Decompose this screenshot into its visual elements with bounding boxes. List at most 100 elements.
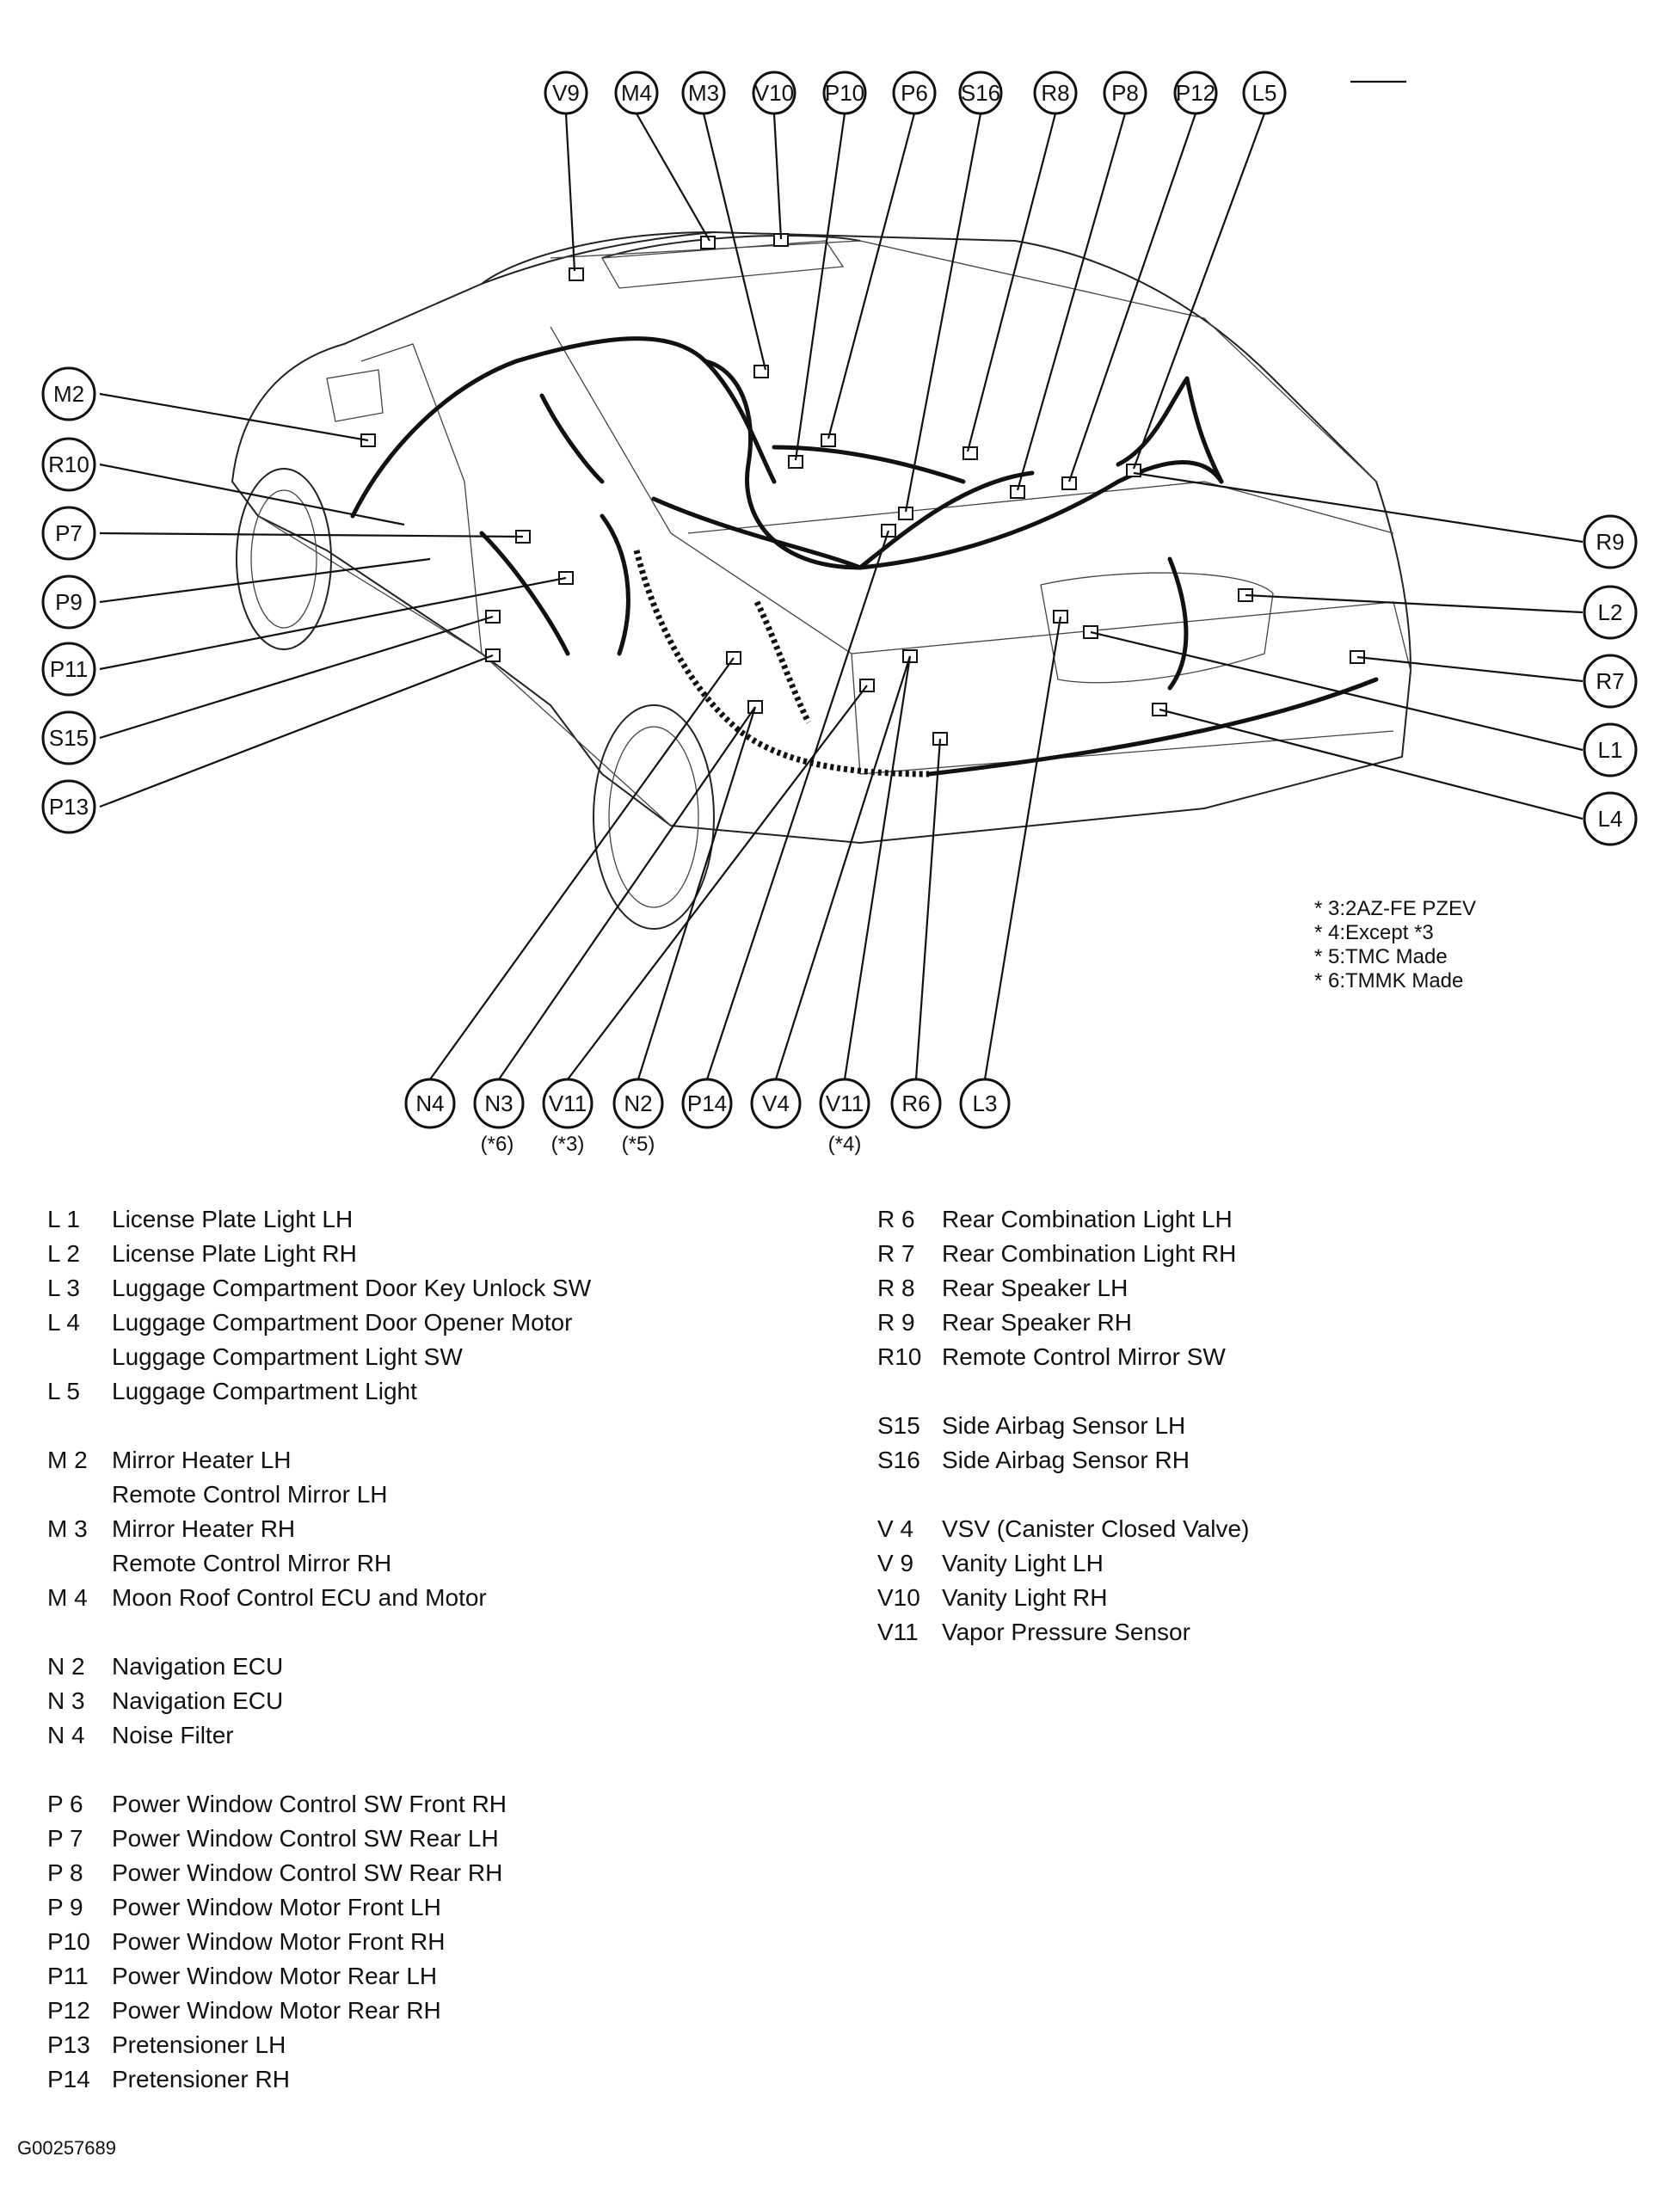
callout-label: N4	[415, 1091, 444, 1116]
legend-desc: Mirror Heater LH	[112, 1447, 292, 1473]
legend-code: V10	[877, 1584, 920, 1611]
legend-desc: Remote Control Mirror SW	[942, 1343, 1226, 1370]
callout-n2: N2	[612, 1078, 664, 1129]
legend-desc: Power Window Control SW Front RH	[112, 1791, 507, 1817]
legend-row: Remote Control Mirror LH	[47, 1478, 591, 1512]
legend-desc: Rear Speaker RH	[942, 1309, 1132, 1336]
callout-label: M3	[688, 80, 719, 106]
callout-label: P12	[1176, 80, 1215, 106]
legend-code: N 4	[47, 1722, 85, 1748]
legend-row: R 9 Rear Speaker RH	[877, 1306, 1249, 1340]
legend-desc: Vapor Pressure Sensor	[942, 1619, 1190, 1645]
callout-label: P10	[825, 80, 864, 106]
callout-label: V11	[549, 1091, 587, 1116]
legend-code: P 9	[47, 1894, 83, 1920]
legend-code: V 9	[877, 1550, 914, 1576]
callout-v10: V10	[752, 71, 796, 115]
footnote: * 5:TMC Made	[1314, 945, 1448, 968]
callout-l2: L2	[1583, 585, 1638, 640]
legend-desc: Power Window Motor Front LH	[112, 1894, 441, 1920]
car-body-outline	[231, 230, 1412, 930]
legend-code: P 7	[47, 1825, 83, 1852]
callout-l5: L5	[1242, 71, 1287, 115]
callout-label: S16	[961, 80, 1000, 106]
callout-n3: N3	[473, 1078, 525, 1129]
callout-v9: V9	[544, 71, 588, 115]
legend-code: R 9	[877, 1309, 915, 1336]
legend-code: P 6	[47, 1791, 83, 1817]
callout-p7: P7	[41, 506, 96, 561]
legend-desc: Luggage Compartment Light	[112, 1378, 417, 1404]
callout-s15: S15	[41, 710, 96, 765]
legend-code: L 4	[47, 1309, 80, 1336]
callout-label: M4	[621, 80, 652, 106]
callout-condition: (*4)	[828, 1133, 862, 1156]
callout-label: R7	[1596, 668, 1624, 694]
legend-row: P 6 Power Window Control SW Front RH	[47, 1787, 591, 1822]
callout-label: R10	[48, 452, 89, 477]
callout-label: L5	[1252, 80, 1277, 106]
legend-desc: Vanity Light RH	[942, 1584, 1108, 1611]
legend-code: R 8	[877, 1275, 915, 1301]
wire-harness	[350, 336, 1379, 777]
legend-code: N 2	[47, 1653, 85, 1680]
callout-s16: S16	[958, 71, 1003, 115]
callout-label: P6	[901, 80, 928, 106]
callout-r10: R10	[41, 437, 96, 492]
callout-label: P7	[55, 520, 83, 546]
callout-r6: R6	[890, 1078, 942, 1129]
legend-desc: Navigation ECU	[112, 1653, 284, 1680]
legend-desc: Remote Control Mirror RH	[112, 1550, 392, 1576]
legend-code: P10	[47, 1928, 90, 1955]
callout-label: M2	[53, 381, 84, 407]
footnote: * 6:TMMK Made	[1314, 969, 1464, 992]
harness-location-diagram: V9 M4 M3 V10 P10 P6 S16 R8 P8 P12 L5 M2 …	[41, 71, 1638, 1156]
legend-desc: Power Window Motor Front RH	[112, 1928, 446, 1955]
legend-code: R10	[877, 1343, 922, 1370]
legend-row: S16 Side Airbag Sensor RH	[877, 1443, 1249, 1478]
legend-row: P 9 Power Window Motor Front LH	[47, 1890, 591, 1925]
callout-label: R9	[1596, 529, 1624, 555]
callout-n4: N4	[404, 1078, 456, 1129]
callout-v4: V4	[750, 1078, 802, 1129]
callout-p14: P14	[681, 1078, 733, 1129]
legend-group-p: P 6 Power Window Control SW Front RH P 7 P…	[47, 1787, 591, 2097]
callout-label: P11	[50, 656, 88, 682]
legend-code: M 4	[47, 1584, 88, 1611]
legend-code: S16	[877, 1447, 920, 1473]
callout-r7: R7	[1583, 654, 1638, 709]
legend-row: P10 Power Window Motor Front RH	[47, 1925, 591, 1959]
legend-code: L 1	[47, 1206, 80, 1232]
legend-desc: Noise Filter	[112, 1722, 234, 1748]
legend-desc: Side Airbag Sensor RH	[942, 1447, 1190, 1473]
callout-label: N3	[484, 1091, 513, 1116]
legend-desc: License Plate Light RH	[112, 1240, 357, 1267]
legend-desc: Mirror Heater RH	[112, 1515, 296, 1542]
callout-label: V10	[754, 80, 794, 106]
legend-code: L 5	[47, 1378, 80, 1404]
callout-label: P9	[55, 589, 83, 615]
legend-row: N 2 Navigation ECU	[47, 1650, 591, 1684]
legend-code	[47, 1340, 112, 1374]
legend-code: V 4	[877, 1515, 914, 1542]
callout-p10: P10	[822, 71, 867, 115]
legend-desc: Power Window Motor Rear RH	[112, 1997, 441, 2024]
